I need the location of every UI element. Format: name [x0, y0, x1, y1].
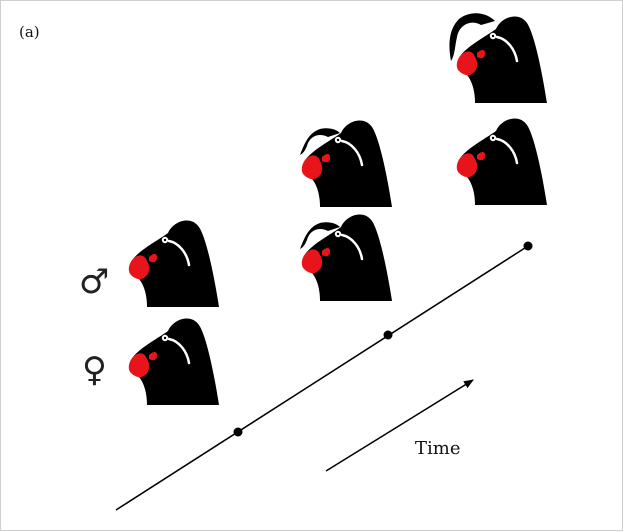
female-head-stage-1 [127, 317, 221, 407]
timeline-node-3 [523, 241, 533, 251]
timeline-node-2 [383, 330, 393, 340]
female-symbol: ♀ [82, 350, 107, 390]
male-head-stage-2 [300, 119, 394, 209]
male-head-stage-3 [449, 13, 549, 105]
timeline-line [115, 245, 529, 511]
timeline-node-1 [233, 427, 243, 437]
female-head-stage-2 [300, 213, 394, 303]
male-symbol: ♂ [79, 262, 110, 302]
panel-label: (a) [19, 23, 40, 41]
female-head-stage-3 [455, 117, 549, 207]
male-head-stage-1 [127, 219, 221, 309]
time-arrow [325, 379, 474, 472]
time-label: Time [415, 438, 461, 459]
